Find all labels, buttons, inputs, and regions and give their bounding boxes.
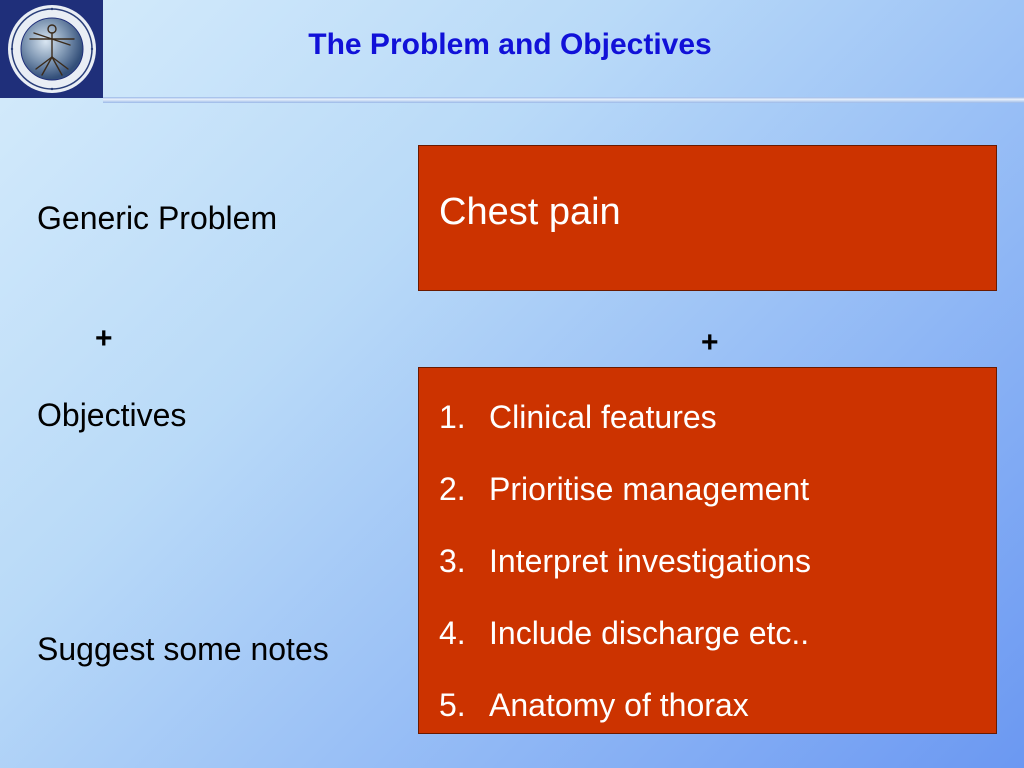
list-item: 3. Interpret investigations <box>439 540 811 612</box>
slide-title: The Problem and Objectives <box>308 28 712 61</box>
right-plus-sign: + <box>701 326 719 359</box>
list-item-text: Prioritise management <box>489 471 810 507</box>
list-item-text: Clinical features <box>489 399 717 435</box>
list-item-number: 3. <box>439 543 466 579</box>
title-divider <box>103 97 1024 103</box>
problem-box: Chest pain <box>418 145 997 291</box>
list-item-text: Interpret investigations <box>489 543 811 579</box>
list-item-text: Include discharge etc.. <box>489 615 810 651</box>
left-plus-sign: + <box>95 322 113 355</box>
objectives-list: 1. Clinical features 2. Prioritise manag… <box>439 396 811 756</box>
problem-text: Chest pain <box>439 191 621 233</box>
list-item: 1. Clinical features <box>439 396 811 468</box>
list-item-number: 2. <box>439 471 466 507</box>
list-item-number: 1. <box>439 399 466 435</box>
objectives-label: Objectives <box>37 397 187 433</box>
list-item-number: 4. <box>439 615 466 651</box>
list-item-number: 5. <box>439 687 466 723</box>
globe-seal-icon <box>7 5 96 93</box>
list-item: 2. Prioritise management <box>439 468 811 540</box>
list-item-text: Anatomy of thorax <box>489 687 749 723</box>
consortium-logo <box>0 0 103 98</box>
notes-label: Suggest some notes <box>37 631 329 667</box>
list-item: 5. Anatomy of thorax <box>439 684 811 756</box>
list-item: 4. Include discharge etc.. <box>439 612 811 684</box>
objectives-box: 1. Clinical features 2. Prioritise manag… <box>418 367 997 734</box>
generic-problem-label: Generic Problem <box>37 200 278 236</box>
